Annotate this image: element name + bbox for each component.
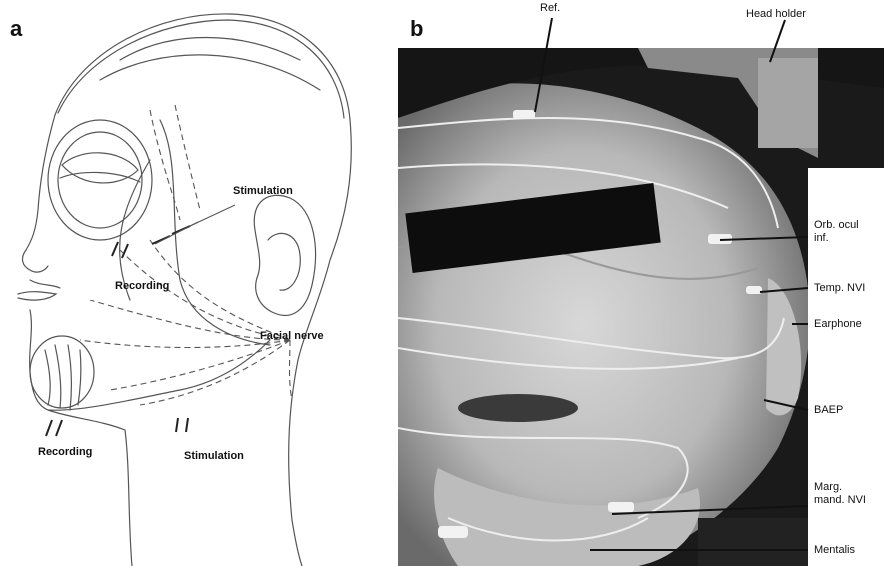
recording-electrode-upper-2 <box>122 244 128 258</box>
label-recording-lower: Recording <box>38 446 92 458</box>
forehead-line <box>26 115 55 250</box>
mentalis-muscle <box>30 336 94 408</box>
label-orb-ocul-2: inf. <box>814 232 829 245</box>
label-stimulation-lower: Stimulation <box>184 450 244 462</box>
label-baep: BAEP <box>814 404 843 417</box>
label-marg-1: Marg. <box>814 481 842 494</box>
label-earphone: Earphone <box>814 318 862 331</box>
label-temp-nvi: Temp. NVI <box>814 282 865 295</box>
chin-outline <box>30 310 132 566</box>
label-orb-ocul-1: Orb. ocul <box>814 219 859 232</box>
label-recording-upper: Recording <box>115 280 169 292</box>
stimulation-electrode-lower-1 <box>176 418 178 432</box>
patient-photo <box>398 48 884 566</box>
panel-b-letter: b <box>410 16 423 42</box>
label-facial-nerve: Facial nerve <box>260 330 324 342</box>
lips-outline <box>18 280 60 300</box>
recording-electrode-lower-2 <box>56 420 62 436</box>
stimulation-electrode-lower-2 <box>186 418 188 432</box>
electrodes <box>46 226 190 436</box>
label-head-holder: Head holder <box>746 8 806 21</box>
head-outline <box>55 14 351 566</box>
eyelid <box>62 153 138 183</box>
recording-electrode-lower-1 <box>46 420 52 436</box>
label-marg-2: mand. NVI <box>814 494 866 507</box>
face-line-drawing <box>0 0 398 566</box>
label-ref: Ref. <box>540 2 560 15</box>
nose-outline <box>23 250 48 272</box>
label-stimulation-upper: Stimulation <box>233 185 293 197</box>
photo-rendering <box>398 48 884 566</box>
ear-outline <box>254 195 315 315</box>
label-mentalis: Mentalis <box>814 544 855 557</box>
recording-electrode-upper-1 <box>112 242 118 256</box>
